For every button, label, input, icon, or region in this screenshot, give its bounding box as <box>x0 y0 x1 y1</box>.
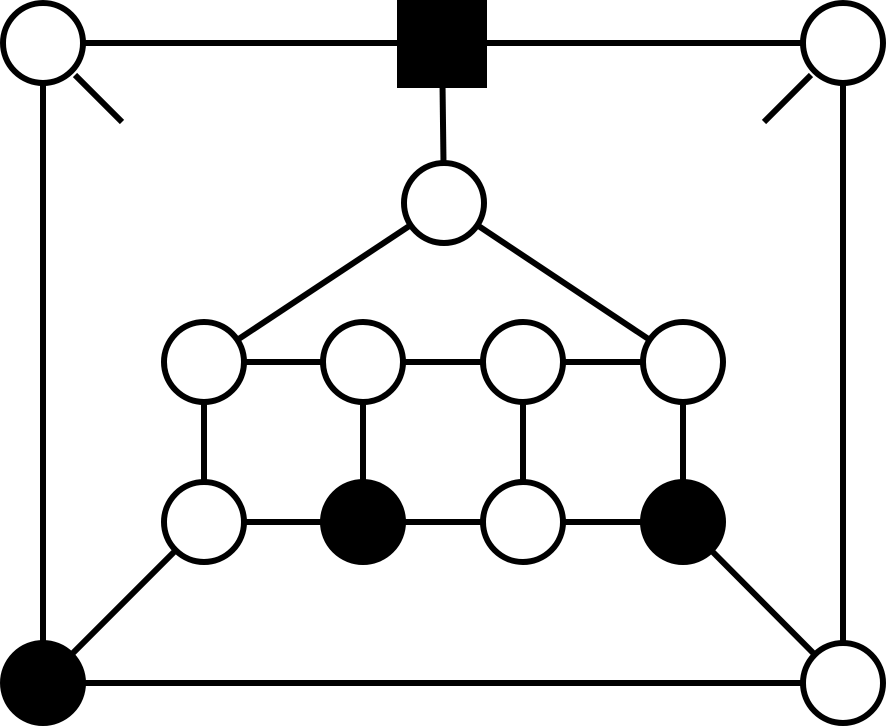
node-row2-col4-filled <box>640 479 726 565</box>
node-bottom-right-empty <box>800 640 886 726</box>
node-row2-col1-empty <box>161 479 247 565</box>
stub-top-left <box>72 72 125 125</box>
node-row2-col2-filled <box>320 479 406 565</box>
node-row1-col2-empty <box>320 319 406 405</box>
node-row1-col3-empty <box>480 319 566 405</box>
stub-top-right <box>761 72 814 125</box>
node-apex-empty <box>401 160 487 246</box>
node-row2-col3-empty <box>480 479 566 565</box>
node-top-square-filled <box>397 0 487 88</box>
node-row1-col4-empty <box>640 319 726 405</box>
edge-apex-to-row1-col1 <box>202 200 446 365</box>
node-row1-col1-empty <box>161 319 247 405</box>
node-top-left-empty <box>0 0 86 86</box>
node-top-right-empty <box>800 0 886 86</box>
edge-apex-to-row1-col4 <box>442 200 685 365</box>
node-bottom-left-filled <box>0 640 86 726</box>
